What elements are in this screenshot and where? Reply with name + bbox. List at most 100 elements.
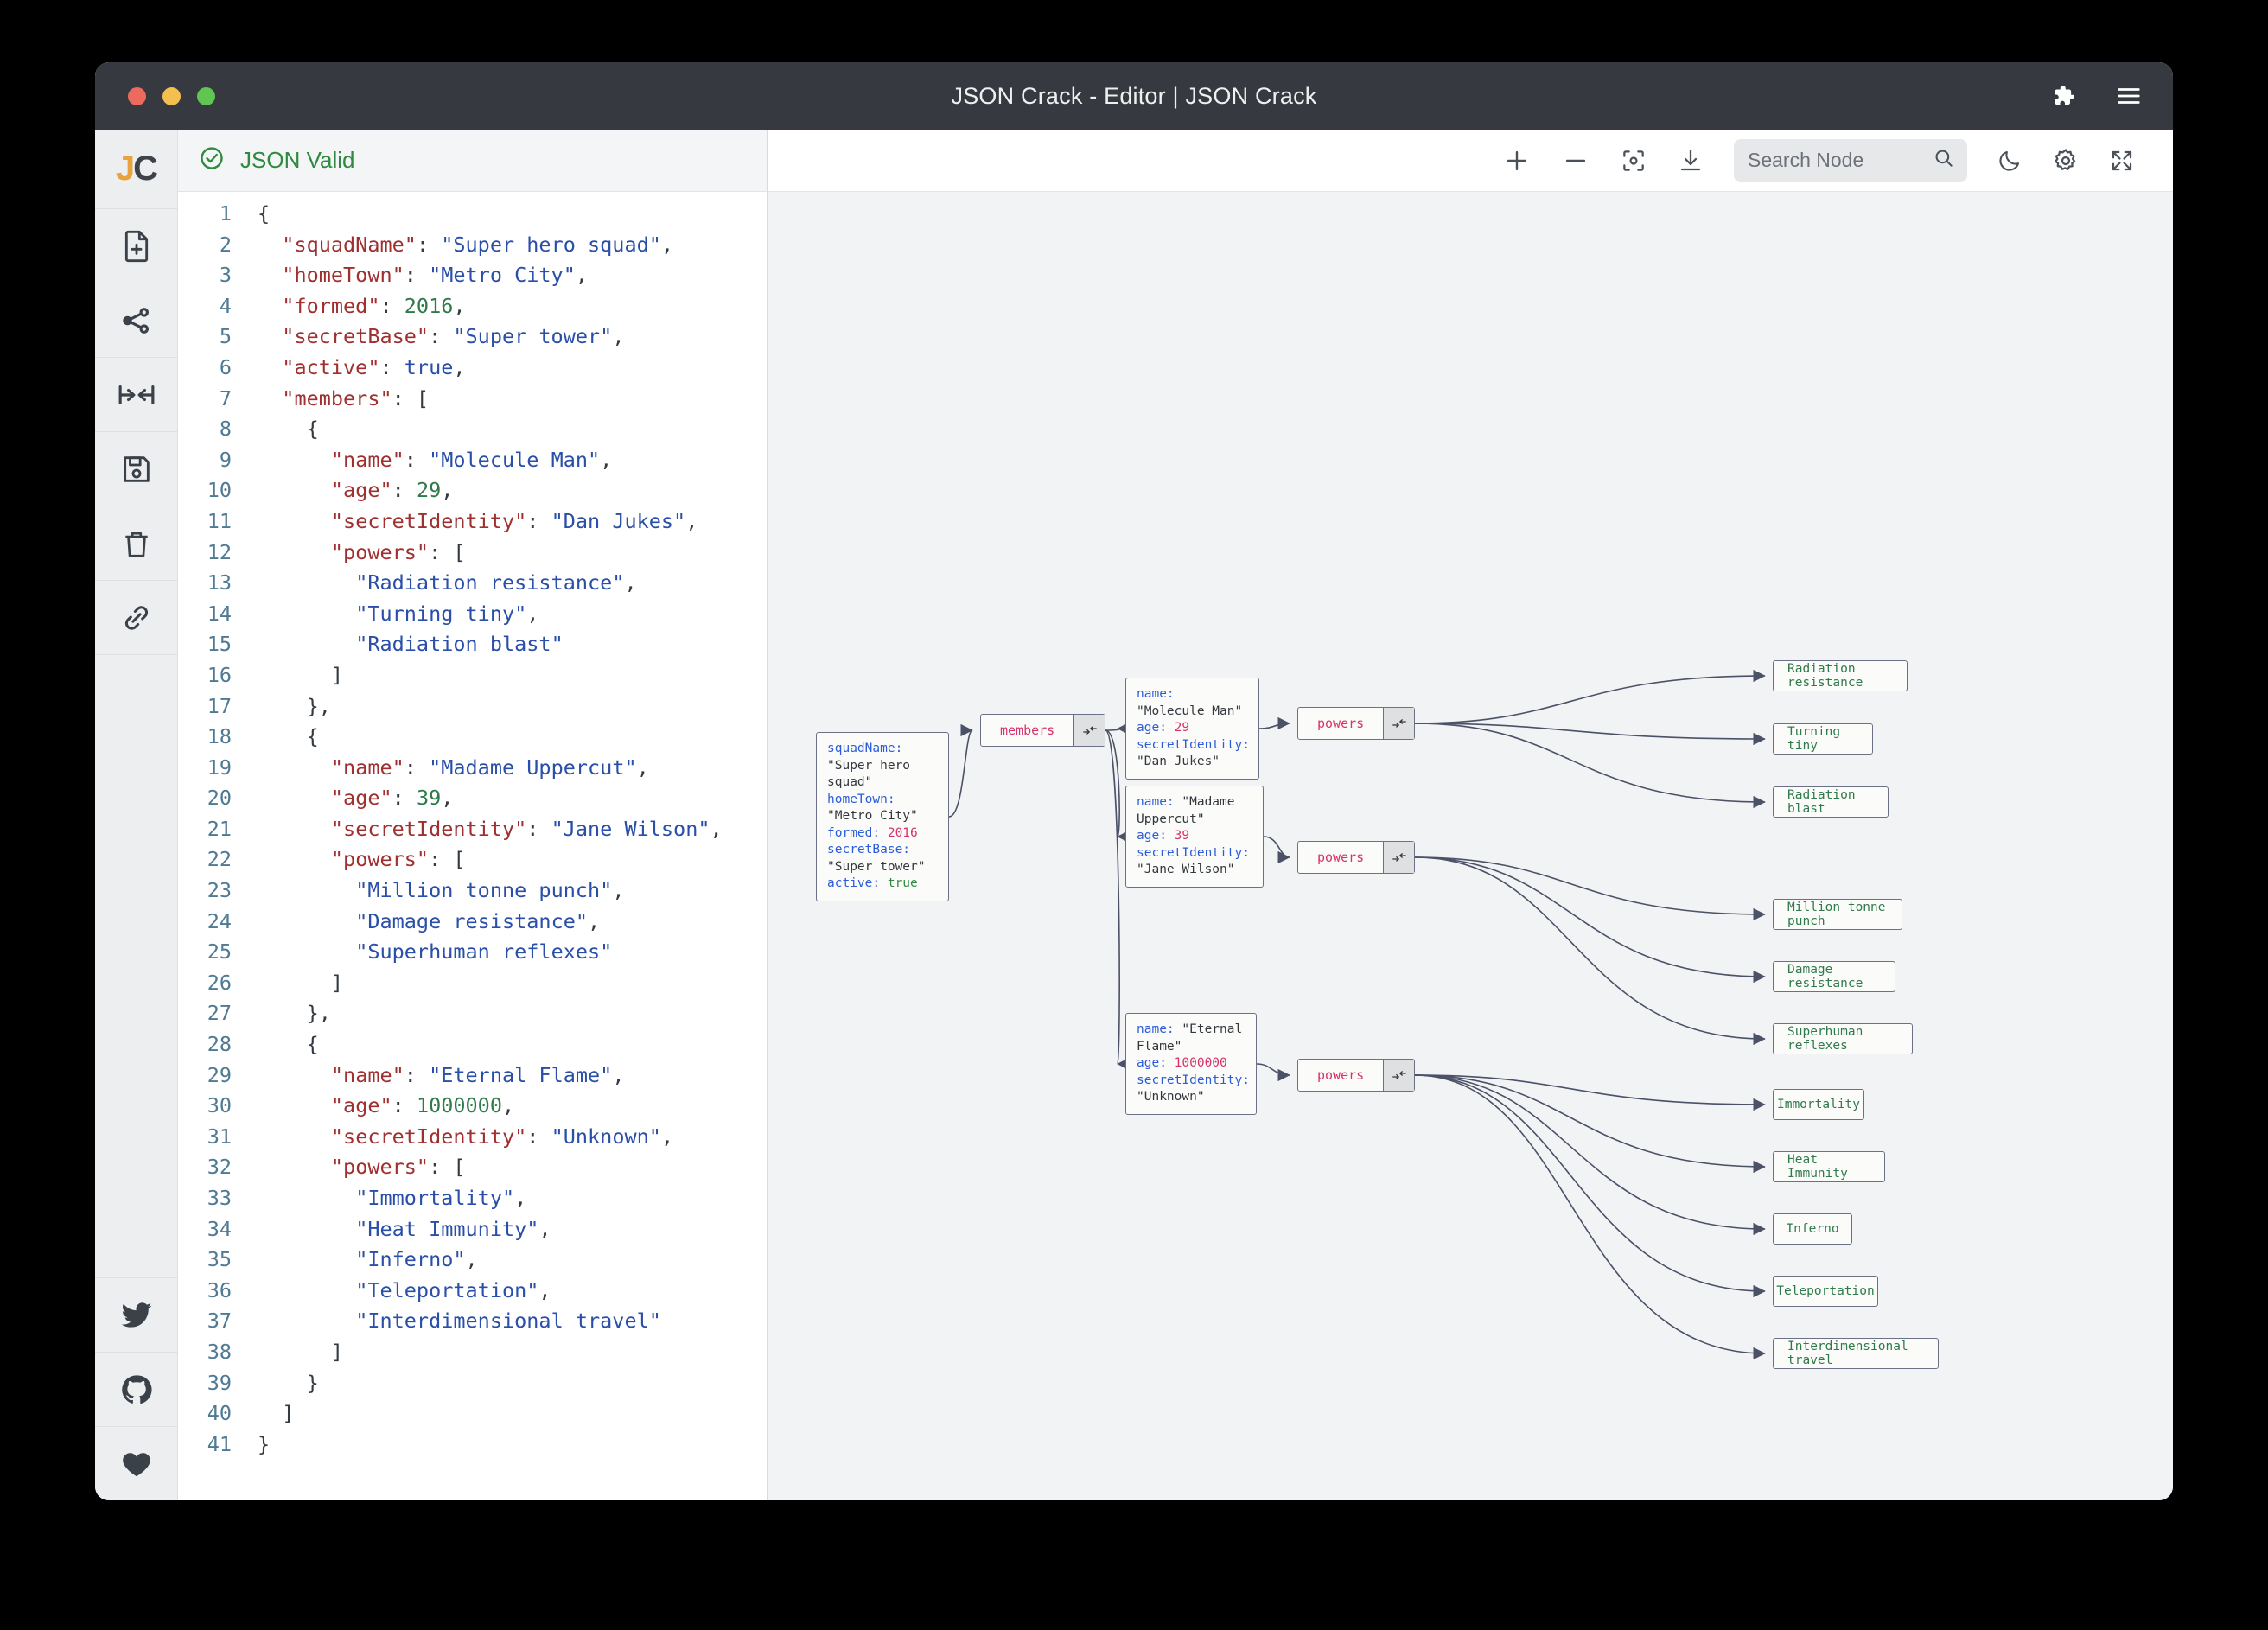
heart-icon[interactable] bbox=[95, 1426, 178, 1500]
code-line: 40 ] bbox=[178, 1398, 767, 1429]
graph-node-leaf[interactable]: Superhuman reflexes bbox=[1773, 1023, 1913, 1054]
code-line: 13 "Radiation resistance", bbox=[178, 568, 767, 599]
node-row: homeTown: "Metro City" bbox=[827, 792, 938, 825]
code-line: 12 "powers": [ bbox=[178, 538, 767, 569]
search-icon[interactable] bbox=[1933, 147, 1955, 174]
code-line-text: "Million tonne punch", bbox=[249, 875, 624, 907]
menu-icon[interactable] bbox=[2116, 86, 2142, 106]
line-number: 9 bbox=[178, 445, 249, 476]
line-number: 23 bbox=[178, 875, 249, 907]
new-document-icon[interactable] bbox=[95, 209, 178, 283]
node-value: "Unknown" bbox=[1137, 1090, 1205, 1104]
line-number: 22 bbox=[178, 844, 249, 875]
code-line: 37 "Interdimensional travel" bbox=[178, 1306, 767, 1337]
graph-node-root[interactable]: squadName: "Super hero squad"homeTown: "… bbox=[816, 732, 949, 901]
search-node-box[interactable] bbox=[1734, 139, 1967, 182]
code-line-text: "Teleportation", bbox=[249, 1276, 551, 1307]
code-editor[interactable]: 1{2 "squadName": "Super hero squad",3 "h… bbox=[178, 192, 767, 1500]
graph-node-leaf[interactable]: Heat Immunity bbox=[1773, 1151, 1885, 1182]
extensions-icon[interactable] bbox=[2050, 83, 2076, 109]
node-row: formed: 2016 bbox=[827, 825, 938, 843]
app-body: JC bbox=[95, 130, 2173, 1500]
collapse-arrows-icon[interactable] bbox=[1073, 715, 1105, 746]
dark-mode-icon[interactable] bbox=[1997, 148, 2023, 174]
code-line: 18 { bbox=[178, 722, 767, 753]
code-line: 23 "Million tonne punch", bbox=[178, 875, 767, 907]
code-line-text: "secretIdentity": "Jane Wilson", bbox=[249, 814, 723, 845]
code-line-text: "Inferno", bbox=[249, 1245, 478, 1276]
code-line-text: } bbox=[249, 1368, 319, 1399]
minimize-button[interactable] bbox=[162, 87, 181, 105]
code-line: 10 "age": 29, bbox=[178, 475, 767, 506]
code-line: 20 "age": 39, bbox=[178, 783, 767, 814]
jsoncrack-logo[interactable]: JC bbox=[95, 130, 178, 209]
graph-node-member[interactable]: name: "Eternal Flame"age: 1000000secretI… bbox=[1125, 1013, 1257, 1115]
collapse-arrows-icon[interactable] bbox=[1383, 1060, 1414, 1091]
graph-node-member[interactable]: name: "Madame Uppercut"age: 39secretIden… bbox=[1125, 786, 1264, 888]
graph-node-leaf[interactable]: Interdimensional travel bbox=[1773, 1338, 1939, 1369]
line-number: 28 bbox=[178, 1029, 249, 1060]
zoom-in-icon[interactable] bbox=[1502, 146, 1532, 175]
link-icon[interactable] bbox=[95, 581, 178, 655]
line-number: 18 bbox=[178, 722, 249, 753]
line-number: 32 bbox=[178, 1152, 249, 1183]
code-line: 35 "Inferno", bbox=[178, 1245, 767, 1276]
graph-node-powers[interactable]: powers bbox=[1297, 1059, 1415, 1092]
code-line-text: "Immortality", bbox=[249, 1183, 526, 1214]
graph-node-leaf[interactable]: Immortality bbox=[1773, 1089, 1864, 1120]
node-value: true bbox=[888, 876, 918, 890]
code-line: 3 "homeTown": "Metro City", bbox=[178, 260, 767, 291]
collapse-arrows-icon[interactable] bbox=[1383, 708, 1414, 739]
graph-node-leaf[interactable]: Teleportation bbox=[1773, 1276, 1878, 1307]
logo-letter-j: J bbox=[116, 150, 133, 188]
graph-node-leaf[interactable]: Radiation blast bbox=[1773, 786, 1889, 818]
fullscreen-icon[interactable] bbox=[2109, 148, 2135, 174]
code-line: 22 "powers": [ bbox=[178, 844, 767, 875]
graph-edges bbox=[768, 192, 2173, 1500]
line-number: 17 bbox=[178, 691, 249, 723]
code-line-text: "formed": 2016, bbox=[249, 291, 466, 322]
save-icon[interactable] bbox=[95, 432, 178, 506]
leaf-label: Radiation resistance bbox=[1787, 662, 1893, 690]
graph-node-members[interactable]: members bbox=[980, 714, 1105, 747]
code-line-text: "homeTown": "Metro City", bbox=[249, 260, 588, 291]
node-key: secretIdentity: bbox=[1137, 846, 1250, 860]
code-line-text: "powers": [ bbox=[249, 1152, 466, 1183]
graph-node-leaf[interactable]: Turning tiny bbox=[1773, 723, 1873, 755]
line-number: 33 bbox=[178, 1183, 249, 1214]
graph-node-powers[interactable]: powers bbox=[1297, 707, 1415, 740]
code-line-text: "Heat Immunity", bbox=[249, 1214, 551, 1245]
zoom-button[interactable] bbox=[197, 87, 215, 105]
graph-node-powers[interactable]: powers bbox=[1297, 841, 1415, 874]
close-button[interactable] bbox=[128, 87, 146, 105]
github-icon[interactable] bbox=[95, 1352, 178, 1426]
share-graph-icon[interactable] bbox=[95, 283, 178, 358]
search-input[interactable] bbox=[1748, 149, 1933, 172]
node-value: "Molecule Man" bbox=[1137, 704, 1242, 718]
json-status-bar: JSON Valid bbox=[178, 130, 767, 192]
graph-node-leaf[interactable]: Damage resistance bbox=[1773, 961, 1895, 992]
collapse-arrows-icon[interactable] bbox=[95, 358, 178, 432]
node-key: name: bbox=[1137, 687, 1175, 701]
twitter-icon[interactable] bbox=[95, 1277, 178, 1352]
graph-node-leaf[interactable]: Inferno bbox=[1773, 1213, 1852, 1245]
collapse-arrows-icon[interactable] bbox=[1383, 842, 1414, 873]
traffic-lights bbox=[128, 87, 215, 105]
settings-gear-icon[interactable] bbox=[2052, 147, 2080, 175]
code-line-text: "Interdimensional travel" bbox=[249, 1306, 661, 1337]
graph-node-leaf[interactable]: Radiation resistance bbox=[1773, 660, 1908, 691]
center-view-icon[interactable] bbox=[1620, 147, 1647, 175]
node-row: secretIdentity: "Jane Wilson" bbox=[1137, 845, 1252, 879]
code-line-text: "name": "Molecule Man", bbox=[249, 445, 612, 476]
line-number: 11 bbox=[178, 506, 249, 538]
download-icon[interactable] bbox=[1677, 147, 1704, 175]
node-row: secretBase: "Super tower" bbox=[827, 842, 938, 875]
zoom-out-icon[interactable] bbox=[1561, 146, 1590, 175]
trash-icon[interactable] bbox=[95, 506, 178, 581]
graph-node-leaf[interactable]: Million tonne punch bbox=[1773, 899, 1902, 930]
graph-canvas[interactable]: squadName: "Super hero squad"homeTown: "… bbox=[768, 192, 2173, 1500]
code-line: 21 "secretIdentity": "Jane Wilson", bbox=[178, 814, 767, 845]
node-value: 1000000 bbox=[1175, 1056, 1227, 1070]
graph-node-member[interactable]: name: "Molecule Man"age: 29secretIdentit… bbox=[1125, 678, 1259, 780]
code-line-text: }, bbox=[249, 691, 331, 723]
